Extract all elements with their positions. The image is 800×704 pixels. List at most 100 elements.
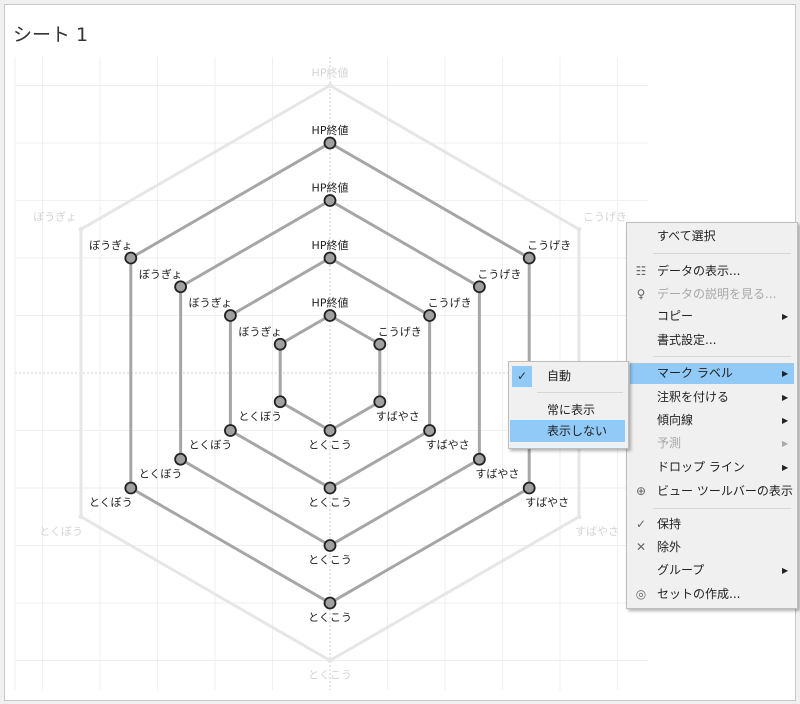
mark-label-submenu: ✓ 自動常に表示表示しない (508, 361, 629, 449)
radar-point[interactable] (323, 481, 337, 495)
submenu-item-label: 自動 (547, 369, 572, 383)
radar-point[interactable] (273, 395, 287, 409)
radar-point[interactable] (327, 658, 333, 663)
radar-point[interactable] (327, 83, 333, 88)
menu-item[interactable]: ✕除外 (630, 537, 794, 558)
axis-label: とくこう (308, 669, 352, 682)
menu-item[interactable]: ⊕ ビュー ツールバーの表示 (630, 481, 794, 502)
radar-point[interactable] (576, 514, 582, 520)
zoom-in-icon: ⊕ (635, 484, 647, 498)
submenu-arrow-icon: ▶ (782, 393, 789, 402)
axis-label: すばやさ (525, 496, 569, 509)
menu-item[interactable]: ♀ データの説明を見る... (630, 284, 794, 305)
radar-point[interactable] (323, 539, 337, 552)
menu-item[interactable]: 予測 ▶ (630, 433, 794, 454)
radar-point[interactable] (224, 424, 237, 437)
radar-point[interactable] (423, 424, 436, 437)
radar-point[interactable] (174, 280, 188, 294)
radar-point[interactable] (522, 251, 536, 265)
radar-point[interactable] (224, 309, 237, 322)
menu-item-label: コピー (657, 309, 694, 323)
menu-item[interactable]: ドロップ ライン ▶ (630, 457, 794, 478)
radar-point[interactable] (323, 309, 337, 322)
check-icon: ✓ (635, 517, 647, 531)
axis-label: すばやさ (376, 410, 420, 423)
axis-label: こうげき (477, 268, 521, 281)
menu-separator (653, 508, 791, 509)
menu-item[interactable]: 注釈を付ける▶ (630, 387, 794, 408)
menu-item-label: グループ (657, 563, 705, 577)
axis-label: ぼうぎょ (189, 296, 232, 310)
radar-point[interactable] (472, 280, 486, 294)
menu-item-label: ドロップ ライン (657, 460, 745, 474)
menu-item-label: 予測 (657, 436, 682, 450)
menu-item[interactable]: ◎セットの作成... (630, 584, 794, 605)
radar-point[interactable] (472, 452, 486, 466)
axis-label: ぼうぎょ (33, 209, 76, 223)
radar-point[interactable] (373, 395, 387, 409)
radar-point[interactable] (323, 251, 337, 265)
menu-item[interactable]: すべて選択 (630, 226, 794, 247)
menu-item[interactable]: ☷データの表示... (630, 261, 794, 282)
menu-item-label: データの説明を見る... (657, 287, 777, 301)
radar-point[interactable] (323, 596, 337, 610)
axis-label: ぼうぎょ (238, 324, 281, 338)
axis-label: こうげき (378, 325, 422, 338)
submenu-arrow-icon: ▶ (782, 312, 789, 321)
menu-item-label: データの表示... (657, 264, 741, 278)
menu-item[interactable]: ✓保持 (630, 514, 794, 535)
menu-item-label: ビュー ツールバーの表示 (657, 484, 793, 498)
submenu-item-label: 表示しない (547, 424, 608, 438)
submenu-item[interactable]: 表示しない (510, 420, 625, 442)
submenu-item-label: 常に表示 (547, 403, 596, 417)
axis-label: とくぼう (238, 410, 282, 423)
axis-label: HP終値 (312, 238, 349, 252)
submenu-arrow-icon: ▶ (782, 566, 789, 575)
submenu-item[interactable]: 常に表示 (510, 399, 625, 421)
axis-label: こうげき (428, 297, 472, 310)
axis-label: こうげき (527, 239, 571, 252)
axis-label: とくぼう (139, 467, 183, 480)
axis-label: こうげき (583, 210, 627, 223)
axis-label: すばやさ (575, 525, 619, 538)
axis-label: とくぼう (89, 496, 133, 509)
menu-item[interactable]: マーク ラベル▶ (630, 363, 794, 384)
menu-item[interactable]: グループ ▶ (630, 560, 794, 581)
axis-label: とくぼう (189, 439, 233, 452)
context-menu: すべて選択 ☷データの表示... ♀ データの説明を見る... コピー ▶ 書式設定... マ… (626, 222, 798, 609)
menu-item[interactable]: コピー ▶ (630, 306, 794, 327)
radar-point[interactable] (373, 337, 387, 351)
axis-label: HP終値 (312, 296, 349, 310)
radar-point[interactable] (78, 226, 84, 232)
radar-point[interactable] (273, 337, 287, 351)
menu-item-label: 除外 (657, 540, 682, 554)
menu-item[interactable]: 傾向線▶ (630, 410, 794, 431)
axis-label: とくこう (308, 439, 352, 452)
check-icon: ✓ (512, 366, 532, 387)
submenu-arrow-icon: ▶ (782, 416, 789, 425)
axis-label: HP終値 (312, 181, 349, 195)
axis-label: すばやさ (426, 439, 470, 452)
axis-label: とくこう (308, 496, 352, 509)
radar-point[interactable] (323, 136, 337, 150)
submenu-arrow-icon: ▶ (782, 439, 789, 448)
radar-point[interactable] (576, 226, 582, 232)
axis-label: とくこう (308, 554, 352, 567)
radar-point[interactable] (174, 452, 188, 466)
menu-item[interactable]: 書式設定... (630, 330, 794, 351)
axis-label: ぼうぎょ (89, 238, 132, 252)
radar-point[interactable] (522, 481, 536, 495)
radar-point[interactable] (423, 309, 436, 322)
submenu-arrow-icon: ▶ (782, 463, 789, 472)
radar-point[interactable] (78, 514, 84, 520)
radar-point[interactable] (124, 481, 138, 495)
submenu-item[interactable]: ✓ 自動 (510, 365, 625, 387)
radar-point[interactable] (323, 194, 337, 207)
submenu-arrow-icon: ▶ (782, 369, 789, 378)
radar-point[interactable] (323, 424, 337, 437)
axis-label: ぼうぎょ (139, 267, 182, 281)
radar-point[interactable] (124, 251, 138, 265)
menu-item-label: すべて選択 (657, 229, 716, 243)
lightbulb-icon: ♀ (636, 287, 646, 301)
